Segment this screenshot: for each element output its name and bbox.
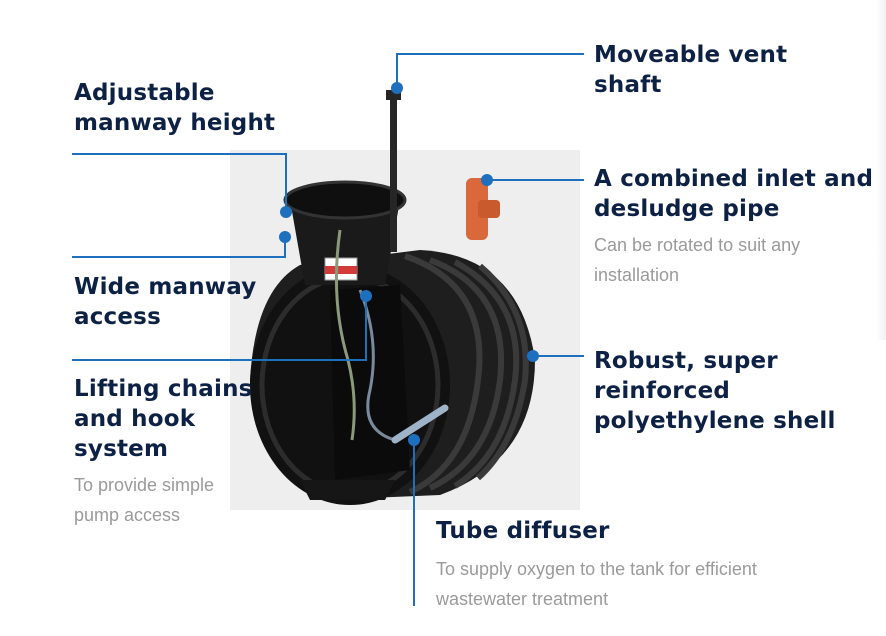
callout-dots (279, 82, 539, 446)
manway-label-line2: access (74, 304, 161, 330)
diffuser-sub-line2: wastewater treatment (436, 589, 609, 609)
adjustable-leader (72, 153, 287, 212)
lifting-sub-line2: pump access (74, 505, 181, 525)
tank-ribs (404, 253, 529, 495)
vent-dot (391, 82, 403, 94)
diffuser-tube (391, 404, 449, 444)
lifting-label-line2: and hook (74, 406, 196, 432)
pump-band (325, 266, 357, 274)
lifting-chains-description: To provide simple pump access (74, 470, 214, 530)
shell-label-line3: polyethylene shell (594, 408, 836, 434)
shell-dot (527, 350, 539, 362)
diffuser-label-line1: Tube diffuser (436, 518, 610, 544)
vent-label-line2: shaft (594, 72, 662, 98)
manway-riser (290, 200, 400, 285)
manway-access-label: Wide manway access (74, 272, 256, 332)
manway-label-line1: Wide manway (74, 274, 257, 300)
vent-leader (396, 53, 584, 88)
page-edge-shade (876, 0, 886, 340)
inlet-sub-line1: Can be rotated to suit any (594, 235, 801, 255)
shell-label: Robust, super reinforced polyethylene sh… (594, 346, 836, 436)
lifting-leader (72, 296, 367, 361)
inlet-label-line2: desludge pipe (594, 196, 780, 222)
adjustable-label-line2: manway height (74, 110, 276, 136)
lifting-label-line3: system (74, 436, 169, 462)
shell-label-line2: reinforced (594, 378, 731, 404)
tube-diffuser-description: To supply oxygen to the tank for efficie… (436, 554, 757, 614)
diffuser-dot (408, 434, 420, 446)
adjustable-dot (280, 206, 292, 218)
air-hose (358, 289, 396, 442)
vent-label-line1: Moveable vent (594, 42, 788, 68)
diffuser-sub-line1: To supply oxygen to the tank for efficie… (436, 559, 757, 579)
lifting-label-line1: Lifting chains (74, 376, 253, 402)
vent-shaft-label: Moveable vent shaft (594, 40, 787, 100)
callout-lines (72, 53, 584, 606)
inlet-pipe (466, 178, 488, 240)
lifting-chains-label: Lifting chains and hook system (74, 374, 253, 464)
shell-label-line1: Robust, super (594, 348, 778, 374)
tank-illustration (230, 90, 580, 510)
manway-leader (72, 237, 286, 258)
inlet-branch (478, 200, 500, 218)
manway-lid (283, 180, 407, 220)
lifting-dot (360, 290, 372, 302)
adjustable-label-line1: Adjustable (74, 80, 215, 106)
tube-diffuser-label: Tube diffuser (436, 516, 610, 546)
inlet-pipe-label: A combined inlet and desludge pipe (594, 164, 873, 224)
manway-dot (279, 231, 291, 243)
inlet-label-line1: A combined inlet and (594, 166, 874, 192)
adjustable-height-label: Adjustable manway height (74, 78, 275, 138)
tank-foot (300, 480, 395, 500)
inlet-pipe-description: Can be rotated to suit any installation (594, 230, 800, 290)
inlet-dot (481, 174, 493, 186)
vent-cap (386, 90, 401, 100)
vent-shaft (390, 92, 397, 252)
lifting-sub-line1: To provide simple (74, 475, 215, 495)
inlet-sub-line2: installation (594, 265, 680, 285)
